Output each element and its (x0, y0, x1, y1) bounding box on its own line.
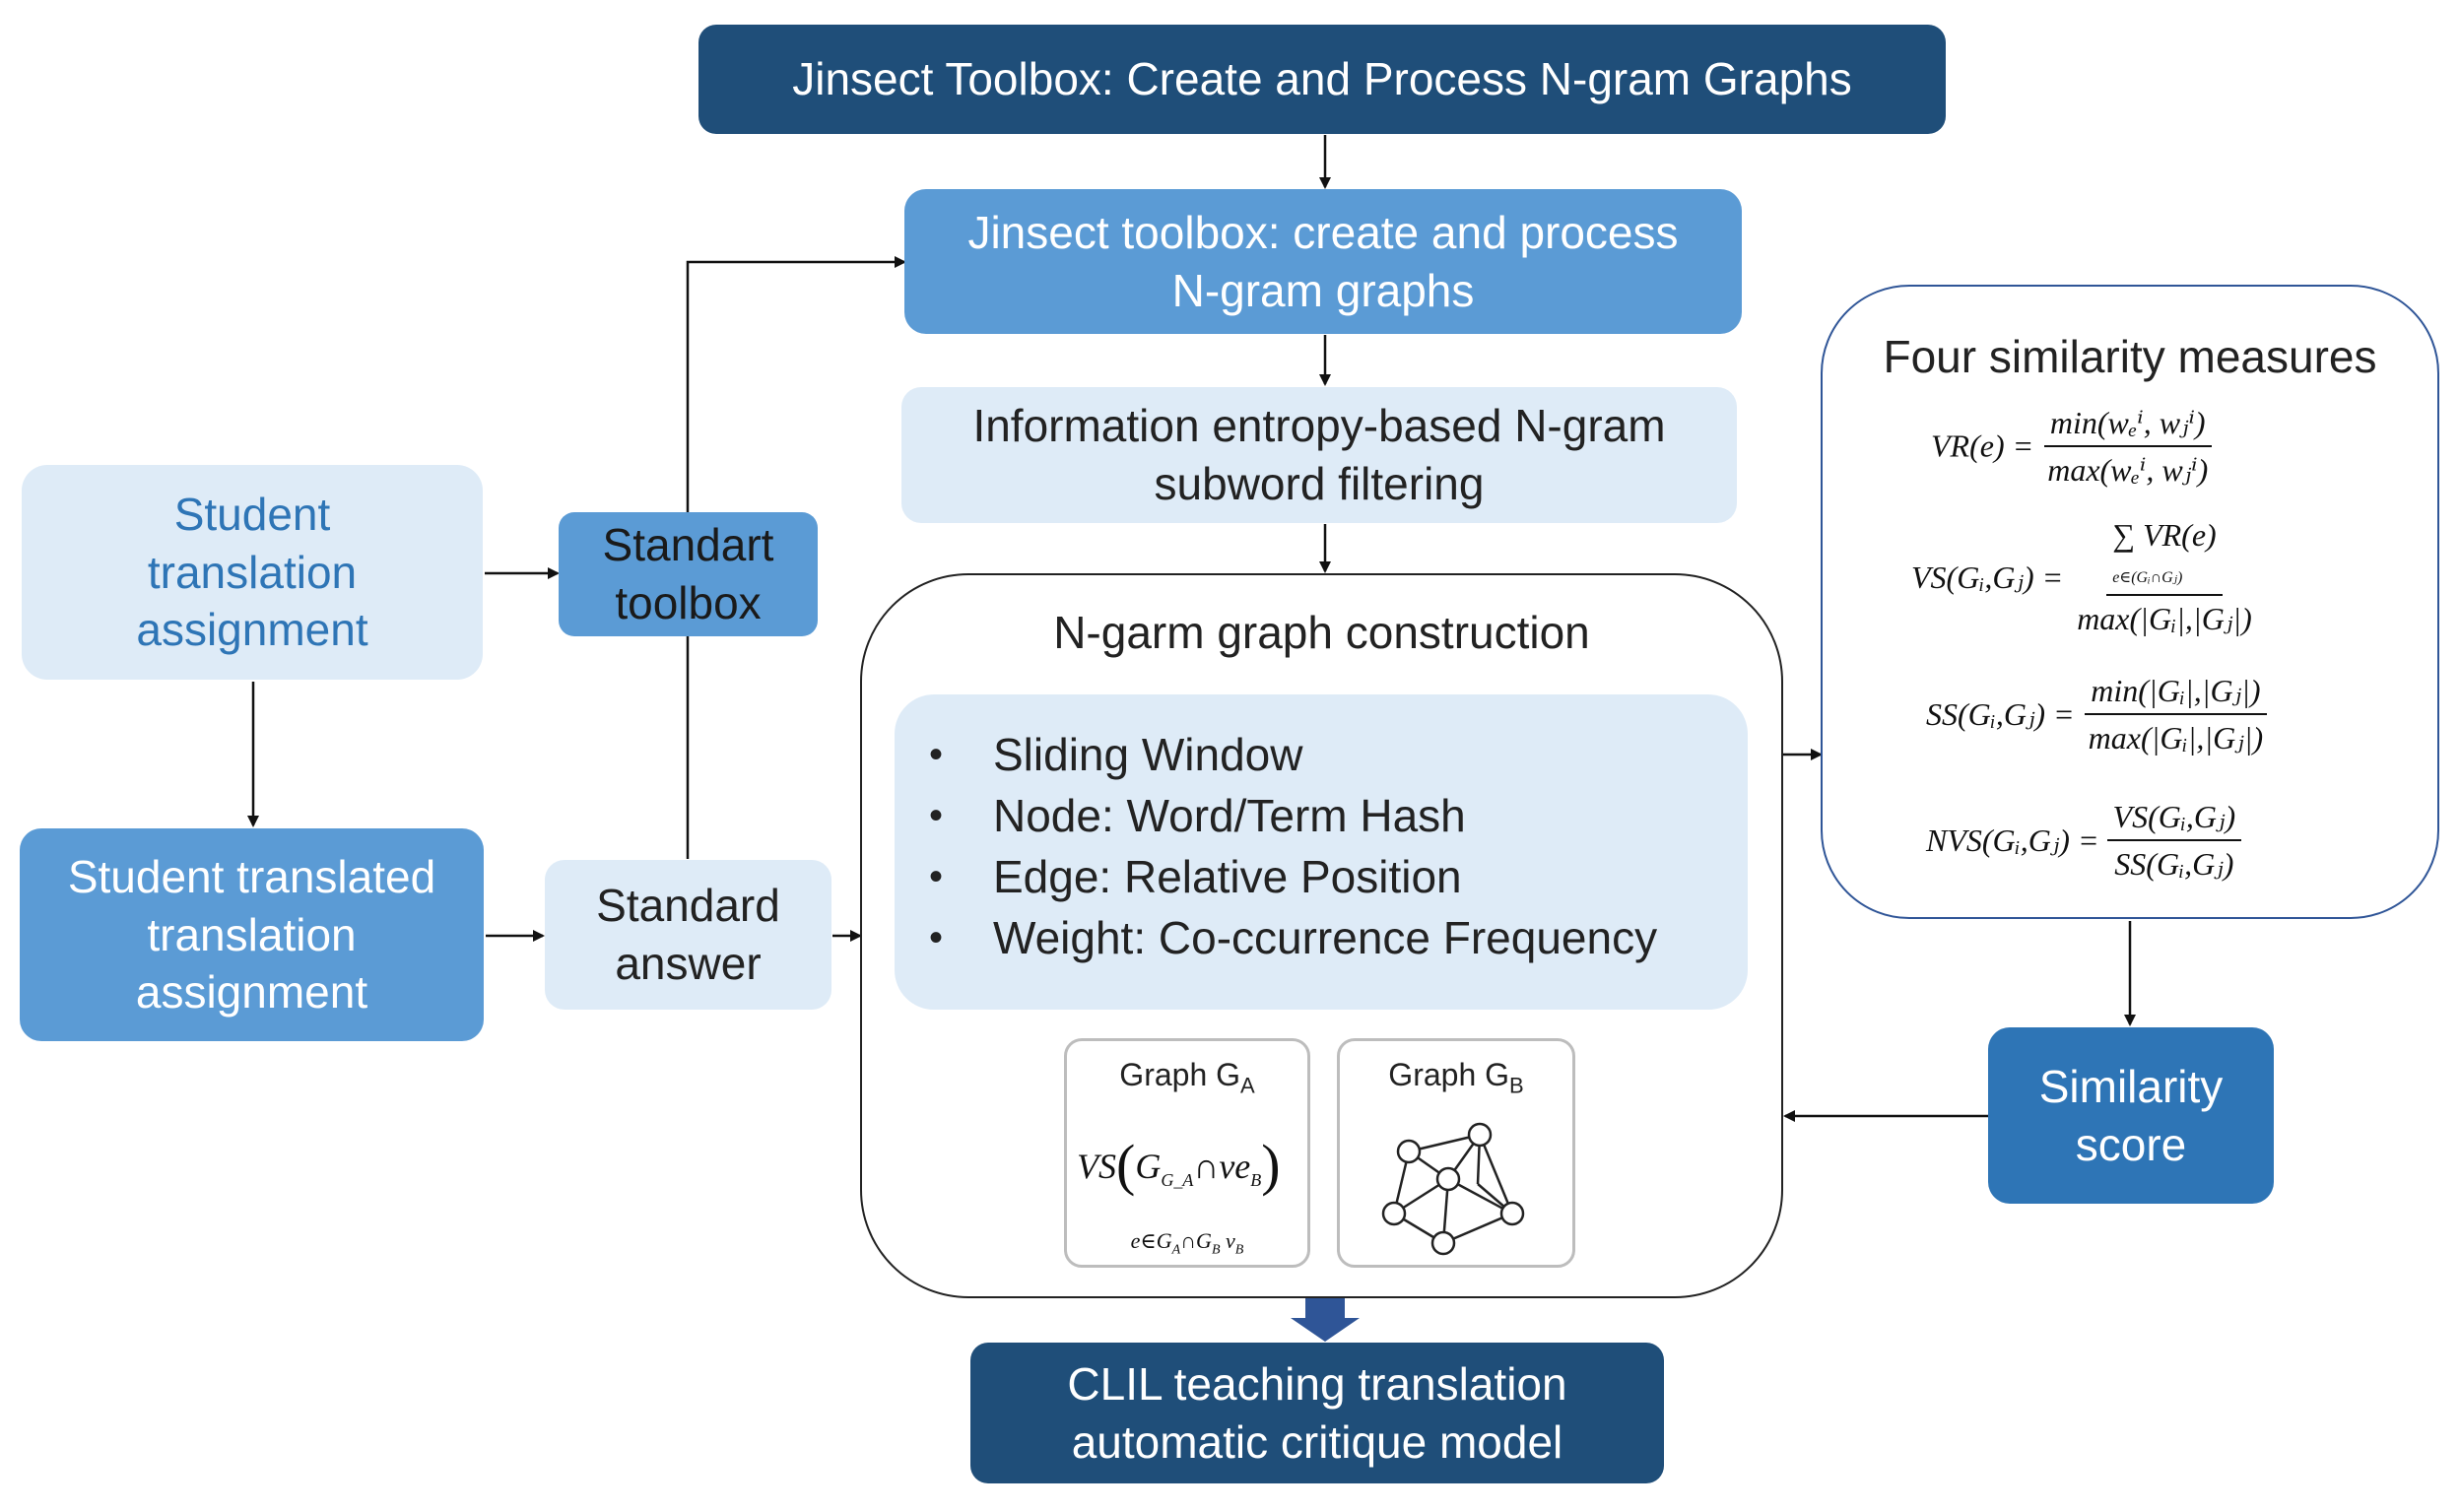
graph-construction-title: N-garm graph construction (1053, 606, 1590, 658)
similarity-score-box: Similarity score (1988, 1027, 2274, 1204)
graph-a-formula-subscript: e∈GA∩GB vB (1130, 1228, 1244, 1258)
standart-toolbox-box: Standart toolbox (559, 512, 818, 636)
construction-step: Weight: Co-ccurrence Frequency (895, 907, 1748, 968)
standard-answer-line-1: Standard (596, 880, 780, 932)
clil-line-1: CLIL teaching translation (1067, 1357, 1567, 1410)
vr-formula: VR(e) = min(wₑⁱ, wⱼⁱ)max(wₑⁱ, wⱼⁱ) (1931, 404, 2214, 489)
student-translated-line-1: Student translated (67, 850, 436, 902)
construction-steps-panel: Sliding Window Node: Word/Term Hash Edge… (895, 694, 1748, 1010)
similarity-measures-title: Four similarity measures (1883, 331, 2377, 382)
standart-toolbox-line-1: Standart (602, 519, 774, 571)
clil-model-box: CLIL teaching translation automatic crit… (970, 1343, 1664, 1483)
jinsect-toolbox-box: Jinsect toolbox: create and process N-gr… (904, 189, 1742, 334)
similarity-line-2: score (2075, 1118, 2187, 1170)
standart-toolbox-line-2: toolbox (615, 577, 762, 628)
student-assignment-line-3: assignment (136, 604, 368, 656)
jinsect-line-2: N-gram graphs (1171, 264, 1475, 316)
similarity-line-1: Similarity (2038, 1060, 2224, 1112)
similarity-measures-panel (1821, 285, 2439, 919)
construction-step: Edge: Relative Position (895, 846, 1748, 907)
top-title-box: Jinsect Toolbox: Create and Process N-gr… (698, 25, 1946, 134)
standard-answer-line-2: answer (615, 938, 762, 989)
graph-a-formula: VS(GG_A∩veB) (1077, 1133, 1281, 1197)
top-title-text: Jinsect Toolbox: Create and Process N-gr… (792, 53, 1852, 105)
graph-a-title: Graph GA (1119, 1057, 1255, 1098)
student-assignment-line-2: translation (147, 546, 358, 598)
entropy-filtering-box: Information entropy-based N-gram subword… (901, 387, 1737, 523)
vs-formula: VS(Gᵢ,Gⱼ) = ∑ VR(e)e∈(Gᵢ∩Gⱼ) max(|Gᵢ|,|G… (1911, 517, 2252, 636)
graph-b-title: Graph GB (1388, 1057, 1524, 1098)
construction-step: Node: Word/Term Hash (895, 785, 1748, 846)
student-translated-box: Student translated translation assignmen… (20, 828, 484, 1041)
student-translated-line-3: assignment (135, 966, 368, 1019)
graph-b-card: Graph GB (1337, 1038, 1575, 1268)
arrow-construction-to-clil (1291, 1298, 1360, 1342)
standard-answer-box: Standard answer (545, 860, 831, 1010)
student-assignment-box: Student translation assignment (22, 465, 483, 680)
student-translated-line-2: translation (147, 908, 357, 960)
entropy-line-2: subword filtering (1154, 458, 1485, 509)
student-assignment-line-1: Student (173, 488, 331, 540)
construction-step: Sliding Window (895, 724, 1748, 785)
graph-b-network-icon (1381, 1122, 1525, 1256)
jinsect-line-1: Jinsect toolbox: create and process (967, 206, 1679, 258)
arrow-toolbox-to-jinsect (686, 256, 906, 512)
clil-line-2: automatic critique model (1071, 1415, 1563, 1468)
entropy-line-1: Information entropy-based N-gram (972, 400, 1666, 452)
graph-a-card: Graph GA VS(GG_A∩veB) e∈GA∩GB vB (1064, 1038, 1310, 1268)
ss-formula: SS(Gᵢ,Gⱼ) = min(|Gᵢ|,|Gⱼ|)max(|Gᵢ|,|Gⱼ|) (1926, 672, 2269, 756)
nvs-formula: NVS(Gᵢ,Gⱼ) = VS(Gᵢ,Gⱼ)SS(Gᵢ,Gⱼ) (1926, 798, 2242, 883)
